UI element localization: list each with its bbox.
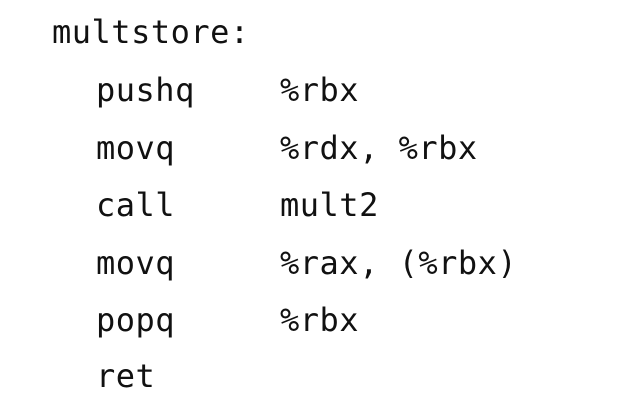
instruction-mnemonic: popq xyxy=(96,301,176,339)
instruction-mnemonic: pushq xyxy=(96,71,195,109)
instruction-line: call mult2 xyxy=(0,181,378,229)
instruction-operands: mult2 xyxy=(280,186,379,224)
instruction-operands: %rbx xyxy=(280,71,360,109)
instruction-operands: %rax, (%rbx) xyxy=(280,244,518,282)
instruction-mnemonic: call xyxy=(96,186,176,224)
instruction-line: ret xyxy=(0,352,155,400)
instruction-line: pushq %rbx xyxy=(0,66,359,114)
instruction-line: movq %rax, (%rbx) xyxy=(0,239,517,287)
instruction-operands: %rbx xyxy=(280,301,360,339)
instruction-operands: %rdx, %rbx xyxy=(280,129,478,167)
instruction-mnemonic: movq xyxy=(96,129,176,167)
instruction-line: movq %rdx, %rbx xyxy=(0,124,477,172)
function-label: multstore: xyxy=(52,13,250,51)
instruction-mnemonic: movq xyxy=(96,244,176,282)
instruction-line: popq %rbx xyxy=(0,296,359,344)
instruction-mnemonic: ret xyxy=(96,357,156,395)
